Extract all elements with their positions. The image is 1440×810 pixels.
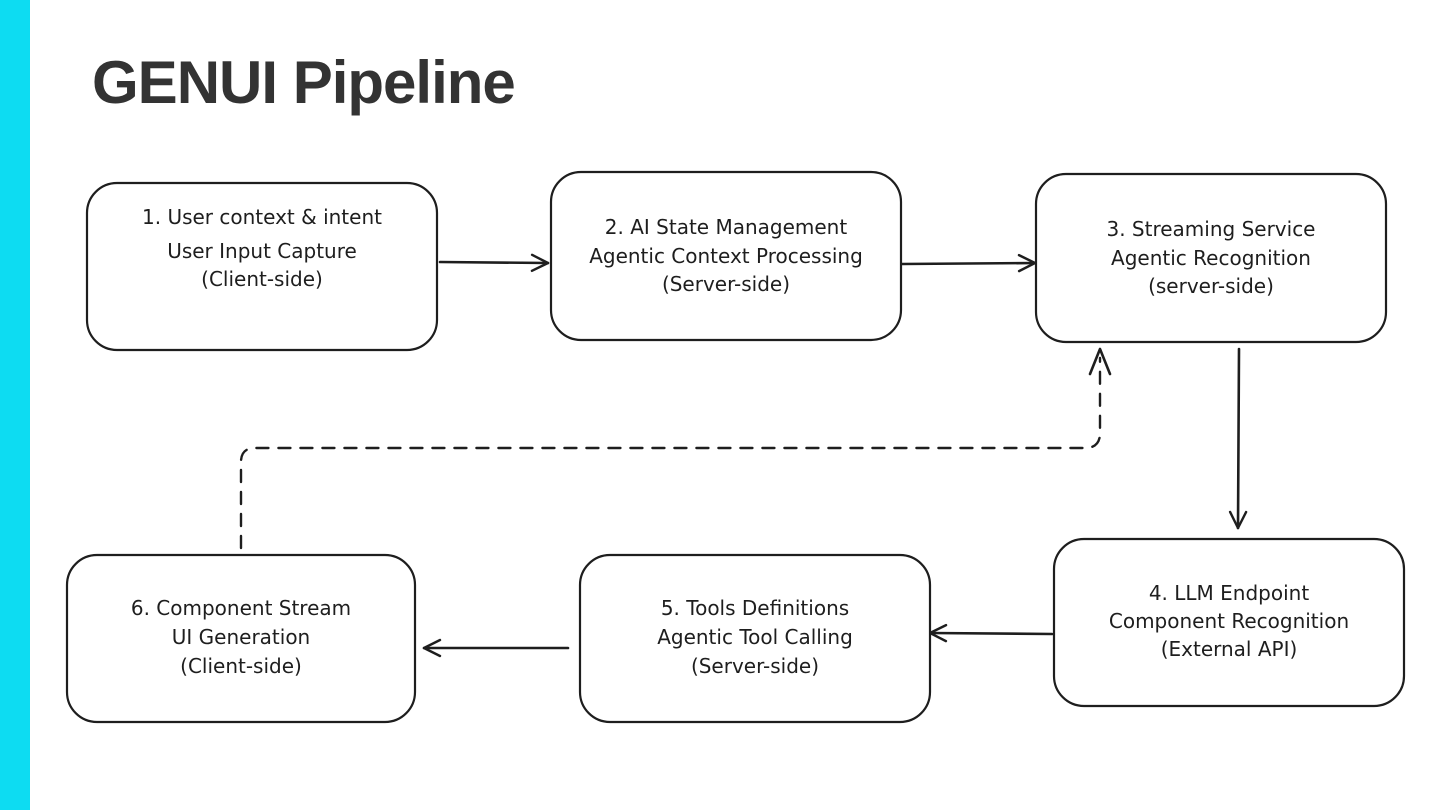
node-line-function: Component Recognition	[1109, 609, 1349, 633]
node-line-function: User Input Capture	[167, 239, 357, 263]
pipeline-node-6: 6. Component Stream UI Generation (Clien…	[65, 553, 417, 724]
node-line-step: 1. User context & intent	[142, 205, 382, 229]
node-box	[1034, 172, 1388, 344]
node-box	[65, 553, 417, 724]
edge-2-to-3	[900, 253, 1037, 273]
slide-title: GENUI Pipeline	[92, 49, 516, 116]
node-line-scope: (Server-side)	[691, 654, 819, 678]
node-box	[578, 553, 932, 724]
edge-3-to-4	[1228, 347, 1248, 530]
edges-layer	[239, 253, 1248, 658]
edge-4-to-5	[928, 623, 1054, 643]
edge-6-to-3-feedback	[239, 356, 1102, 550]
node-line-step: 3. Streaming Service	[1106, 217, 1315, 241]
node-line-step: 4. LLM Endpoint	[1149, 581, 1310, 605]
edge-6-to-3-arrowhead	[1088, 347, 1112, 376]
accent-bar	[0, 0, 30, 810]
pipeline-node-3: 3. Streaming Service Agentic Recognition…	[1034, 172, 1388, 344]
node-line-step: 5. Tools Definitions	[661, 596, 849, 620]
node-line-step: 6. Component Stream	[131, 596, 351, 620]
node-line-scope: (Client-side)	[180, 654, 302, 678]
node-line-scope: (Client-side)	[201, 267, 323, 291]
node-line-function: Agentic Context Processing	[589, 244, 863, 268]
pipeline-node-5: 5. Tools Definitions Agentic Tool Callin…	[578, 553, 932, 724]
node-line-scope: (Server-side)	[662, 272, 790, 296]
pipeline-node-4: 4. LLM Endpoint Component Recognition (E…	[1052, 537, 1406, 708]
node-line-scope: (server-side)	[1148, 274, 1274, 298]
pipeline-node-1: 1. User context & intent User Input Capt…	[85, 181, 439, 352]
node-line-step: 2. AI State Management	[605, 215, 848, 239]
node-line-function: Agentic Recognition	[1111, 246, 1311, 270]
node-line-function: UI Generation	[172, 625, 310, 649]
node-line-scope: (External API)	[1161, 637, 1298, 661]
pipeline-node-2: 2. AI State Management Agentic Context P…	[549, 170, 903, 342]
node-box	[1052, 537, 1406, 708]
node-box	[549, 170, 903, 342]
node-box	[85, 181, 439, 352]
node-line-function: Agentic Tool Calling	[657, 625, 853, 649]
edge-1-to-2	[438, 253, 550, 273]
